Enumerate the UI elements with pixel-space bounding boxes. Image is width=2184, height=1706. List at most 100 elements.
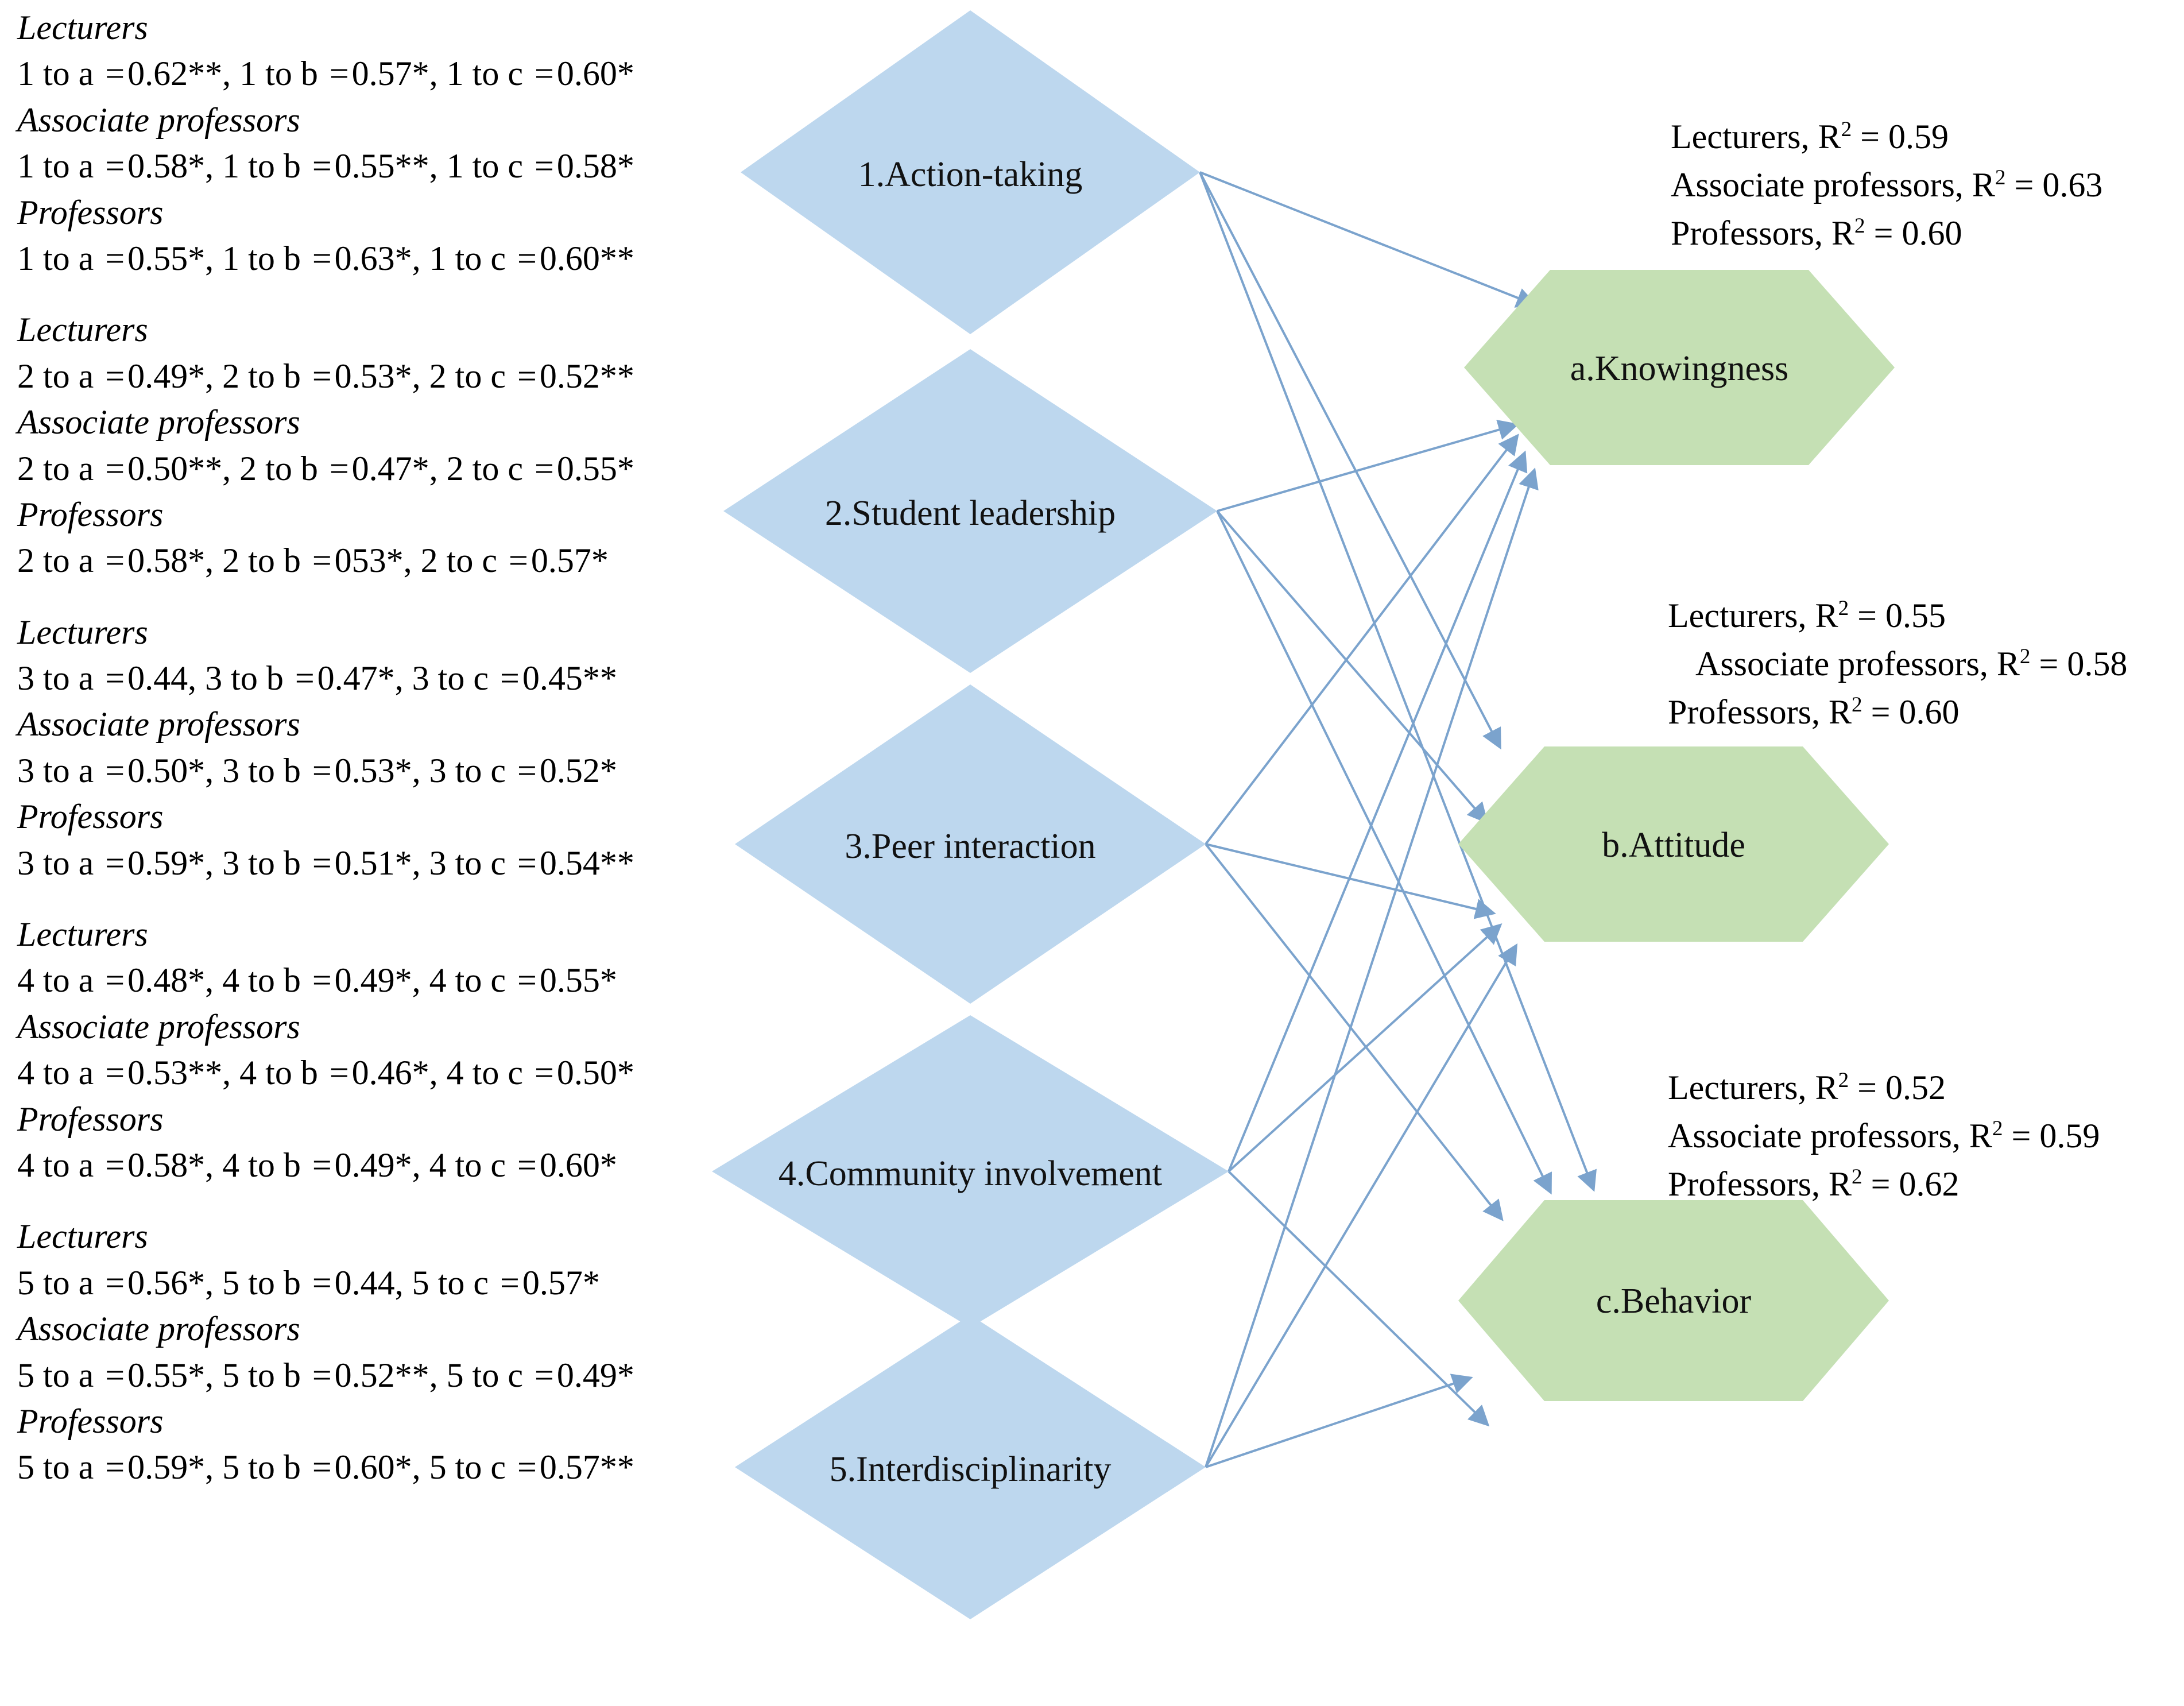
stat-group-2: Lecturers 2 to a = 0.49*, 2 to b = 0.53*… bbox=[17, 307, 764, 583]
predictor-node-3[interactable]: 3.Peer interaction bbox=[735, 684, 1206, 1004]
r2-line: Professors, R2 = 0.60 bbox=[1668, 693, 1960, 731]
r2-role: Professors bbox=[1668, 693, 1811, 731]
role-label: Lecturers bbox=[17, 1217, 148, 1256]
role-label: Associate professors bbox=[17, 1007, 300, 1046]
predictor-node-4[interactable]: 4.Community involvement bbox=[712, 1015, 1229, 1328]
role-label: Associate professors bbox=[17, 705, 300, 744]
stat-group-1: Lecturers 1 to a = 0.62**, 1 to b = 0.57… bbox=[17, 5, 764, 281]
coefficient-line: 5 to a = 0.59*, 5 to b = 0.60*, 5 to c =… bbox=[17, 1448, 634, 1487]
role-label: Associate professors bbox=[17, 100, 300, 139]
link-4-b bbox=[1227, 923, 1503, 1173]
hexagon-shape bbox=[1458, 746, 1889, 942]
coefficient-line: 2 to a = 0.50**, 2 to b = 0.47*, 2 to c … bbox=[17, 449, 634, 488]
r2-role: Professors bbox=[1668, 1165, 1811, 1203]
predictor-label-2: 2.Student leadership bbox=[825, 494, 1116, 533]
hexagon-shape bbox=[1458, 1200, 1889, 1401]
coefficient-line: 2 to a = 0.49*, 2 to b = 0.53*, 2 to c =… bbox=[17, 357, 634, 395]
link-3-a bbox=[1205, 434, 1519, 845]
r2-role: Associate professors bbox=[1695, 645, 1980, 683]
r2-value: 0.58 bbox=[2067, 645, 2128, 683]
role-label: Lecturers bbox=[17, 311, 148, 349]
coefficient-line: 5 to a = 0.55*, 5 to b = 0.52**, 5 to c … bbox=[17, 1356, 634, 1394]
r2-value: 0.60 bbox=[1899, 693, 1960, 731]
hexagon-shape bbox=[1464, 270, 1895, 465]
role-label: Professors bbox=[17, 798, 164, 836]
diamond-shape bbox=[712, 1015, 1229, 1328]
link-4-a bbox=[1227, 450, 1528, 1172]
r2-value: 0.63 bbox=[2042, 166, 2103, 204]
stat-group-4: Lecturers 4 to a = 0.48*, 4 to b = 0.49*… bbox=[17, 911, 764, 1188]
superscript-two: 2 bbox=[1992, 1117, 2003, 1140]
link-4-c bbox=[1227, 1170, 1490, 1427]
predictor-label-4: 4.Community involvement bbox=[779, 1154, 1162, 1193]
r2-role: Lecturers bbox=[1668, 597, 1798, 635]
outcome-node-c[interactable]: c.Behavior bbox=[1458, 1200, 1889, 1401]
link-1-a bbox=[1199, 171, 1538, 308]
outcome-label-a: a.Knowingness bbox=[1570, 349, 1789, 388]
role-label: Professors bbox=[17, 193, 164, 231]
superscript-two: 2 bbox=[1841, 118, 1852, 141]
role-label: Lecturers bbox=[17, 613, 148, 651]
outcome-label-c: c.Behavior bbox=[1596, 1282, 1752, 1321]
role-label: Associate professors bbox=[17, 1310, 300, 1348]
stat-group-3: Lecturers 3 to a = 0.44, 3 to b = 0.47*,… bbox=[17, 609, 764, 886]
coefficient-line: 4 to a = 0.48*, 4 to b = 0.49*, 4 to c =… bbox=[17, 961, 617, 1000]
superscript-two: 2 bbox=[2019, 645, 2031, 668]
predictor-label-3: 3.Peer interaction bbox=[845, 827, 1095, 866]
diamond-shape bbox=[735, 1315, 1206, 1619]
r2-role: Lecturers bbox=[1671, 118, 1801, 156]
r2-role: Professors bbox=[1671, 214, 1814, 252]
path-coefficient-list: Lecturers 1 to a = 0.62**, 1 to b = 0.57… bbox=[17, 5, 764, 1516]
r2-value: 0.59 bbox=[1888, 118, 1949, 156]
outcome-node-b[interactable]: b.Attitude bbox=[1458, 746, 1889, 942]
r2-role: Associate professors bbox=[1668, 1117, 1952, 1155]
link-3-c bbox=[1205, 843, 1504, 1221]
link-5-b bbox=[1205, 943, 1518, 1468]
r2-value: 0.62 bbox=[1899, 1165, 1960, 1203]
superscript-two: 2 bbox=[1838, 597, 1849, 620]
predictor-node-5[interactable]: 5.Interdisciplinarity bbox=[735, 1315, 1206, 1619]
coefficient-line: 1 to a = 0.58*, 1 to b = 0.55**, 1 to c … bbox=[17, 147, 634, 185]
predictor-label-1: 1.Action-taking bbox=[858, 155, 1083, 194]
coefficient-line: 3 to a = 0.44, 3 to b = 0.47*, 3 to c = … bbox=[17, 659, 617, 698]
superscript-two: 2 bbox=[1852, 1165, 1862, 1189]
coefficient-line: 1 to a = 0.62**, 1 to b = 0.57*, 1 to c … bbox=[17, 55, 634, 93]
coefficient-line: 5 to a = 0.56*, 5 to b = 0.44, 5 to c = … bbox=[17, 1263, 600, 1302]
connector-group bbox=[1199, 171, 1597, 1468]
predictor-node-2[interactable]: 2.Student leadership bbox=[723, 349, 1217, 673]
role-label: Professors bbox=[17, 1402, 164, 1440]
r2-role: Lecturers bbox=[1668, 1069, 1798, 1107]
outcome-node-a[interactable]: a.Knowingness bbox=[1464, 270, 1895, 465]
diamond-shape bbox=[741, 10, 1200, 334]
r2-line: Professors, R2 = 0.60 bbox=[1671, 214, 1962, 252]
link-1-b bbox=[1199, 172, 1501, 750]
r2-value: 0.59 bbox=[2039, 1117, 2100, 1155]
diamond-shape bbox=[735, 684, 1206, 1004]
r2-role: Associate professors bbox=[1671, 166, 1955, 204]
role-label: Lecturers bbox=[17, 9, 148, 47]
role-label: Lecturers bbox=[17, 915, 148, 954]
superscript-two: 2 bbox=[1995, 166, 2006, 189]
predictor-node-1[interactable]: 1.Action-taking bbox=[741, 10, 1200, 334]
link-2-c bbox=[1216, 510, 1552, 1195]
coefficient-line: 4 to a = 0.58*, 4 to b = 0.49*, 4 to c =… bbox=[17, 1146, 617, 1184]
r2-value: 0.52 bbox=[1885, 1069, 1946, 1107]
superscript-two: 2 bbox=[1852, 693, 1862, 717]
coefficient-line: 1 to a = 0.55*, 1 to b = 0.63*, 1 to c =… bbox=[17, 239, 634, 277]
role-label: Associate professors bbox=[17, 403, 300, 442]
r2-line: Associate professors, R2 = 0.63 bbox=[1671, 166, 2103, 204]
r2-line: Professors, R2 = 0.62 bbox=[1668, 1165, 1960, 1203]
coefficient-line: 4 to a = 0.53**, 4 to b = 0.46*, 4 to c … bbox=[17, 1054, 634, 1092]
outcome-label-b: b.Attitude bbox=[1602, 826, 1745, 865]
link-2-b bbox=[1216, 510, 1488, 824]
r2-block-knowingness: Lecturers, R2 = 0.59 Associate professor… bbox=[1671, 113, 2102, 257]
link-2-a bbox=[1217, 420, 1519, 512]
diamond-shape bbox=[723, 349, 1217, 673]
r2-block-behavior: Lecturers, R2 = 0.52 Associate professor… bbox=[1668, 1063, 2100, 1208]
role-label: Professors bbox=[17, 1100, 164, 1138]
r2-line: Associate professors, R2 = 0.58 bbox=[1695, 645, 2128, 683]
coefficient-line: 3 to a = 0.59*, 3 to b = 0.51*, 3 to c =… bbox=[17, 844, 634, 882]
r2-line: Lecturers, R2 = 0.59 bbox=[1671, 118, 1949, 156]
